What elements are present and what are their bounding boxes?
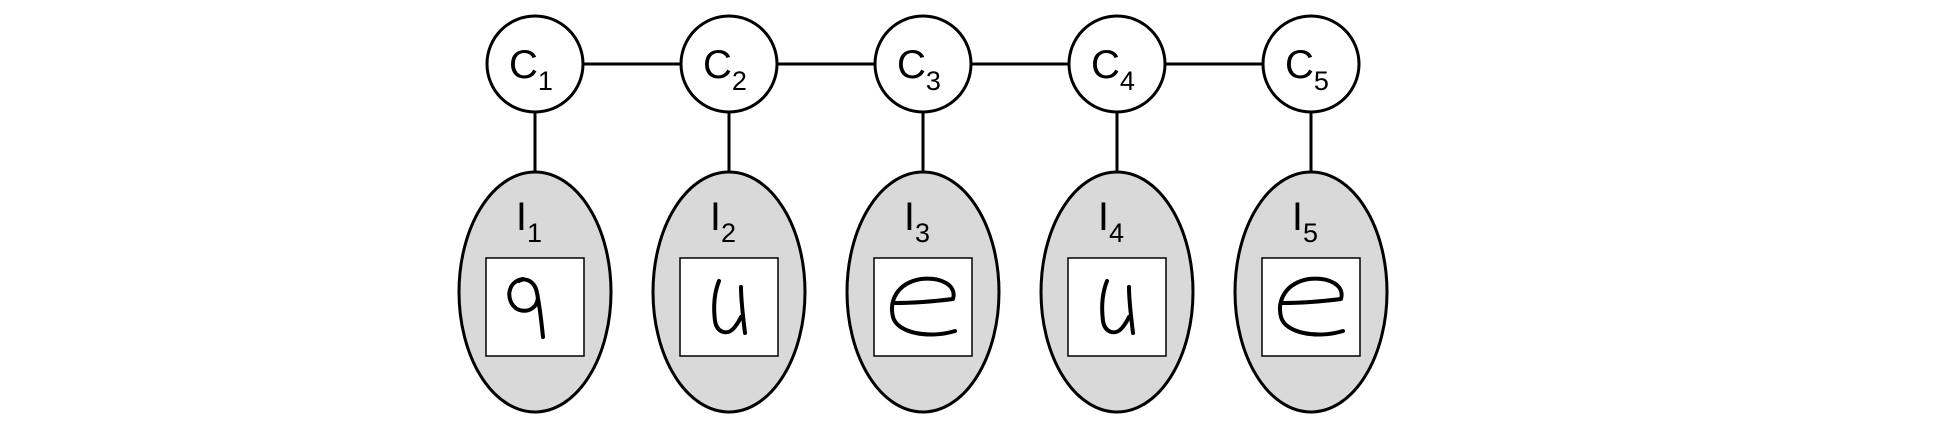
handwritten-image-box [1261,257,1361,357]
class-node-index: 3 [926,66,941,96]
handwritten-glyph-u [712,279,747,335]
image-node-4: I4 [1039,170,1195,414]
image-node-index: 5 [1303,218,1318,248]
class-node-index: 4 [1120,66,1135,96]
handwritten-glyph-q [507,277,545,339]
image-node-label: I1 [516,195,542,248]
image-node-letter: I [710,195,721,239]
class-node-label: C1 [509,43,553,96]
class-node-label: C3 [897,43,941,96]
handwritten-glyph-e [890,276,957,337]
class-node-4: C4 [1067,14,1167,114]
image-node-letter: I [1098,195,1109,239]
class-node-letter: C [1091,43,1120,87]
class-node-5: C5 [1261,14,1361,114]
image-node-label: I5 [1292,195,1318,248]
image-node-index: 4 [1109,218,1124,248]
class-node-circle [1261,14,1361,114]
handwritten-image-box [1067,257,1167,357]
image-node-1: I1 [457,170,613,414]
handwritten-image-box [679,257,779,357]
class-node-1: C1 [485,14,585,114]
class-node-circle [1067,14,1167,114]
class-node-label: C2 [703,43,747,96]
image-node-letter: I [516,195,527,239]
class-node-index: 2 [732,66,747,96]
image-node-label: I4 [1098,195,1124,248]
class-node-2: C2 [679,14,779,114]
handwritten-glyph-e [1278,276,1345,337]
class-node-label: C5 [1285,43,1329,96]
class-node-letter: C [509,43,538,87]
image-node-index: 3 [915,218,930,248]
class-node-3: C3 [873,14,973,114]
class-node-label: C4 [1091,43,1135,96]
image-node-index: 2 [721,218,736,248]
class-node-letter: C [703,43,732,87]
image-node-letter: I [1292,195,1303,239]
class-node-circle [679,14,779,114]
image-node-2: I2 [651,170,807,414]
class-node-letter: C [897,43,926,87]
handwritten-image-box [873,257,973,357]
image-node-5: I5 [1233,170,1389,414]
handwritten-glyph-u [1100,279,1135,335]
class-node-letter: C [1285,43,1314,87]
class-node-circle [873,14,973,114]
class-node-index: 1 [538,66,553,96]
class-node-circle [485,14,585,114]
class-node-index: 5 [1314,66,1329,96]
image-node-label: I3 [904,195,930,248]
image-node-label: I2 [710,195,736,248]
image-node-index: 1 [527,218,542,248]
edges [533,62,1313,172]
image-node-letter: I [904,195,915,239]
image-node-3: I3 [845,170,1001,414]
